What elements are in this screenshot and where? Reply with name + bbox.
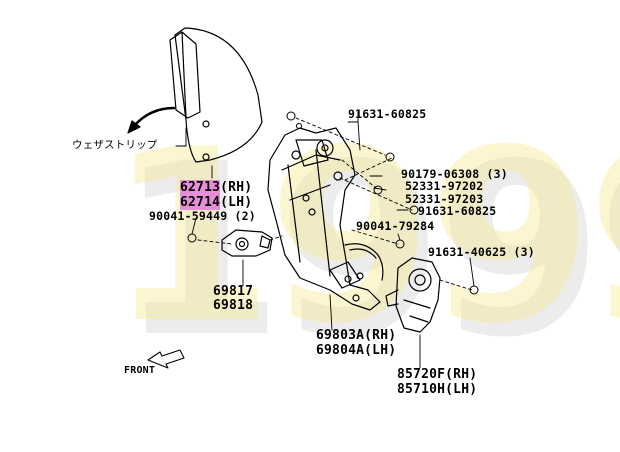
- window-regulator: [267, 127, 384, 311]
- switch-assembly: [221, 229, 273, 257]
- label-regulator-lh: 69804A(LH): [316, 343, 397, 358]
- weatherstrip-arrow-head: [127, 120, 141, 134]
- window-motor: [385, 257, 441, 333]
- dashed-lines: [197, 117, 473, 291]
- label-bolt-top: 91631-60825: [348, 107, 427, 121]
- label-motor-lh: 85710H(LH): [397, 382, 478, 397]
- front-arrow-icon: [147, 349, 185, 369]
- label-switch-a: 69817: [213, 284, 254, 299]
- label-bracket-a: 52331-97202: [405, 179, 484, 193]
- part-number-highlight: 62713: [180, 180, 221, 195]
- label-bracket-b: 52331-97203: [405, 192, 484, 206]
- label-motor-rh: 85720F(RH): [397, 367, 478, 382]
- weatherstrip-arrow: [132, 106, 176, 128]
- leader-lines: [191, 111, 475, 369]
- label-glass-lh: 62714(LH): [180, 195, 253, 210]
- label-bolt-mid: 91631-60825: [418, 204, 497, 218]
- label-screw-mid: 90041-79284: [356, 219, 435, 233]
- label-bolt-motor: 91631-40625 (3): [428, 245, 535, 259]
- label-regulator-rh: 69803A(RH): [316, 328, 397, 343]
- part-number-highlight: 62714: [180, 195, 221, 210]
- quarter-glass: [169, 27, 263, 163]
- label-weatherstrip: ウェザストリップ: [72, 139, 158, 151]
- label-screw-2: 90041-59449 (2): [149, 209, 256, 223]
- label-switch-b: 69818: [213, 298, 254, 313]
- label-glass-rh: 62713(RH): [180, 180, 253, 195]
- label-front: FRONT: [124, 365, 156, 376]
- label-clip-3: 90179-06308 (3): [401, 167, 508, 181]
